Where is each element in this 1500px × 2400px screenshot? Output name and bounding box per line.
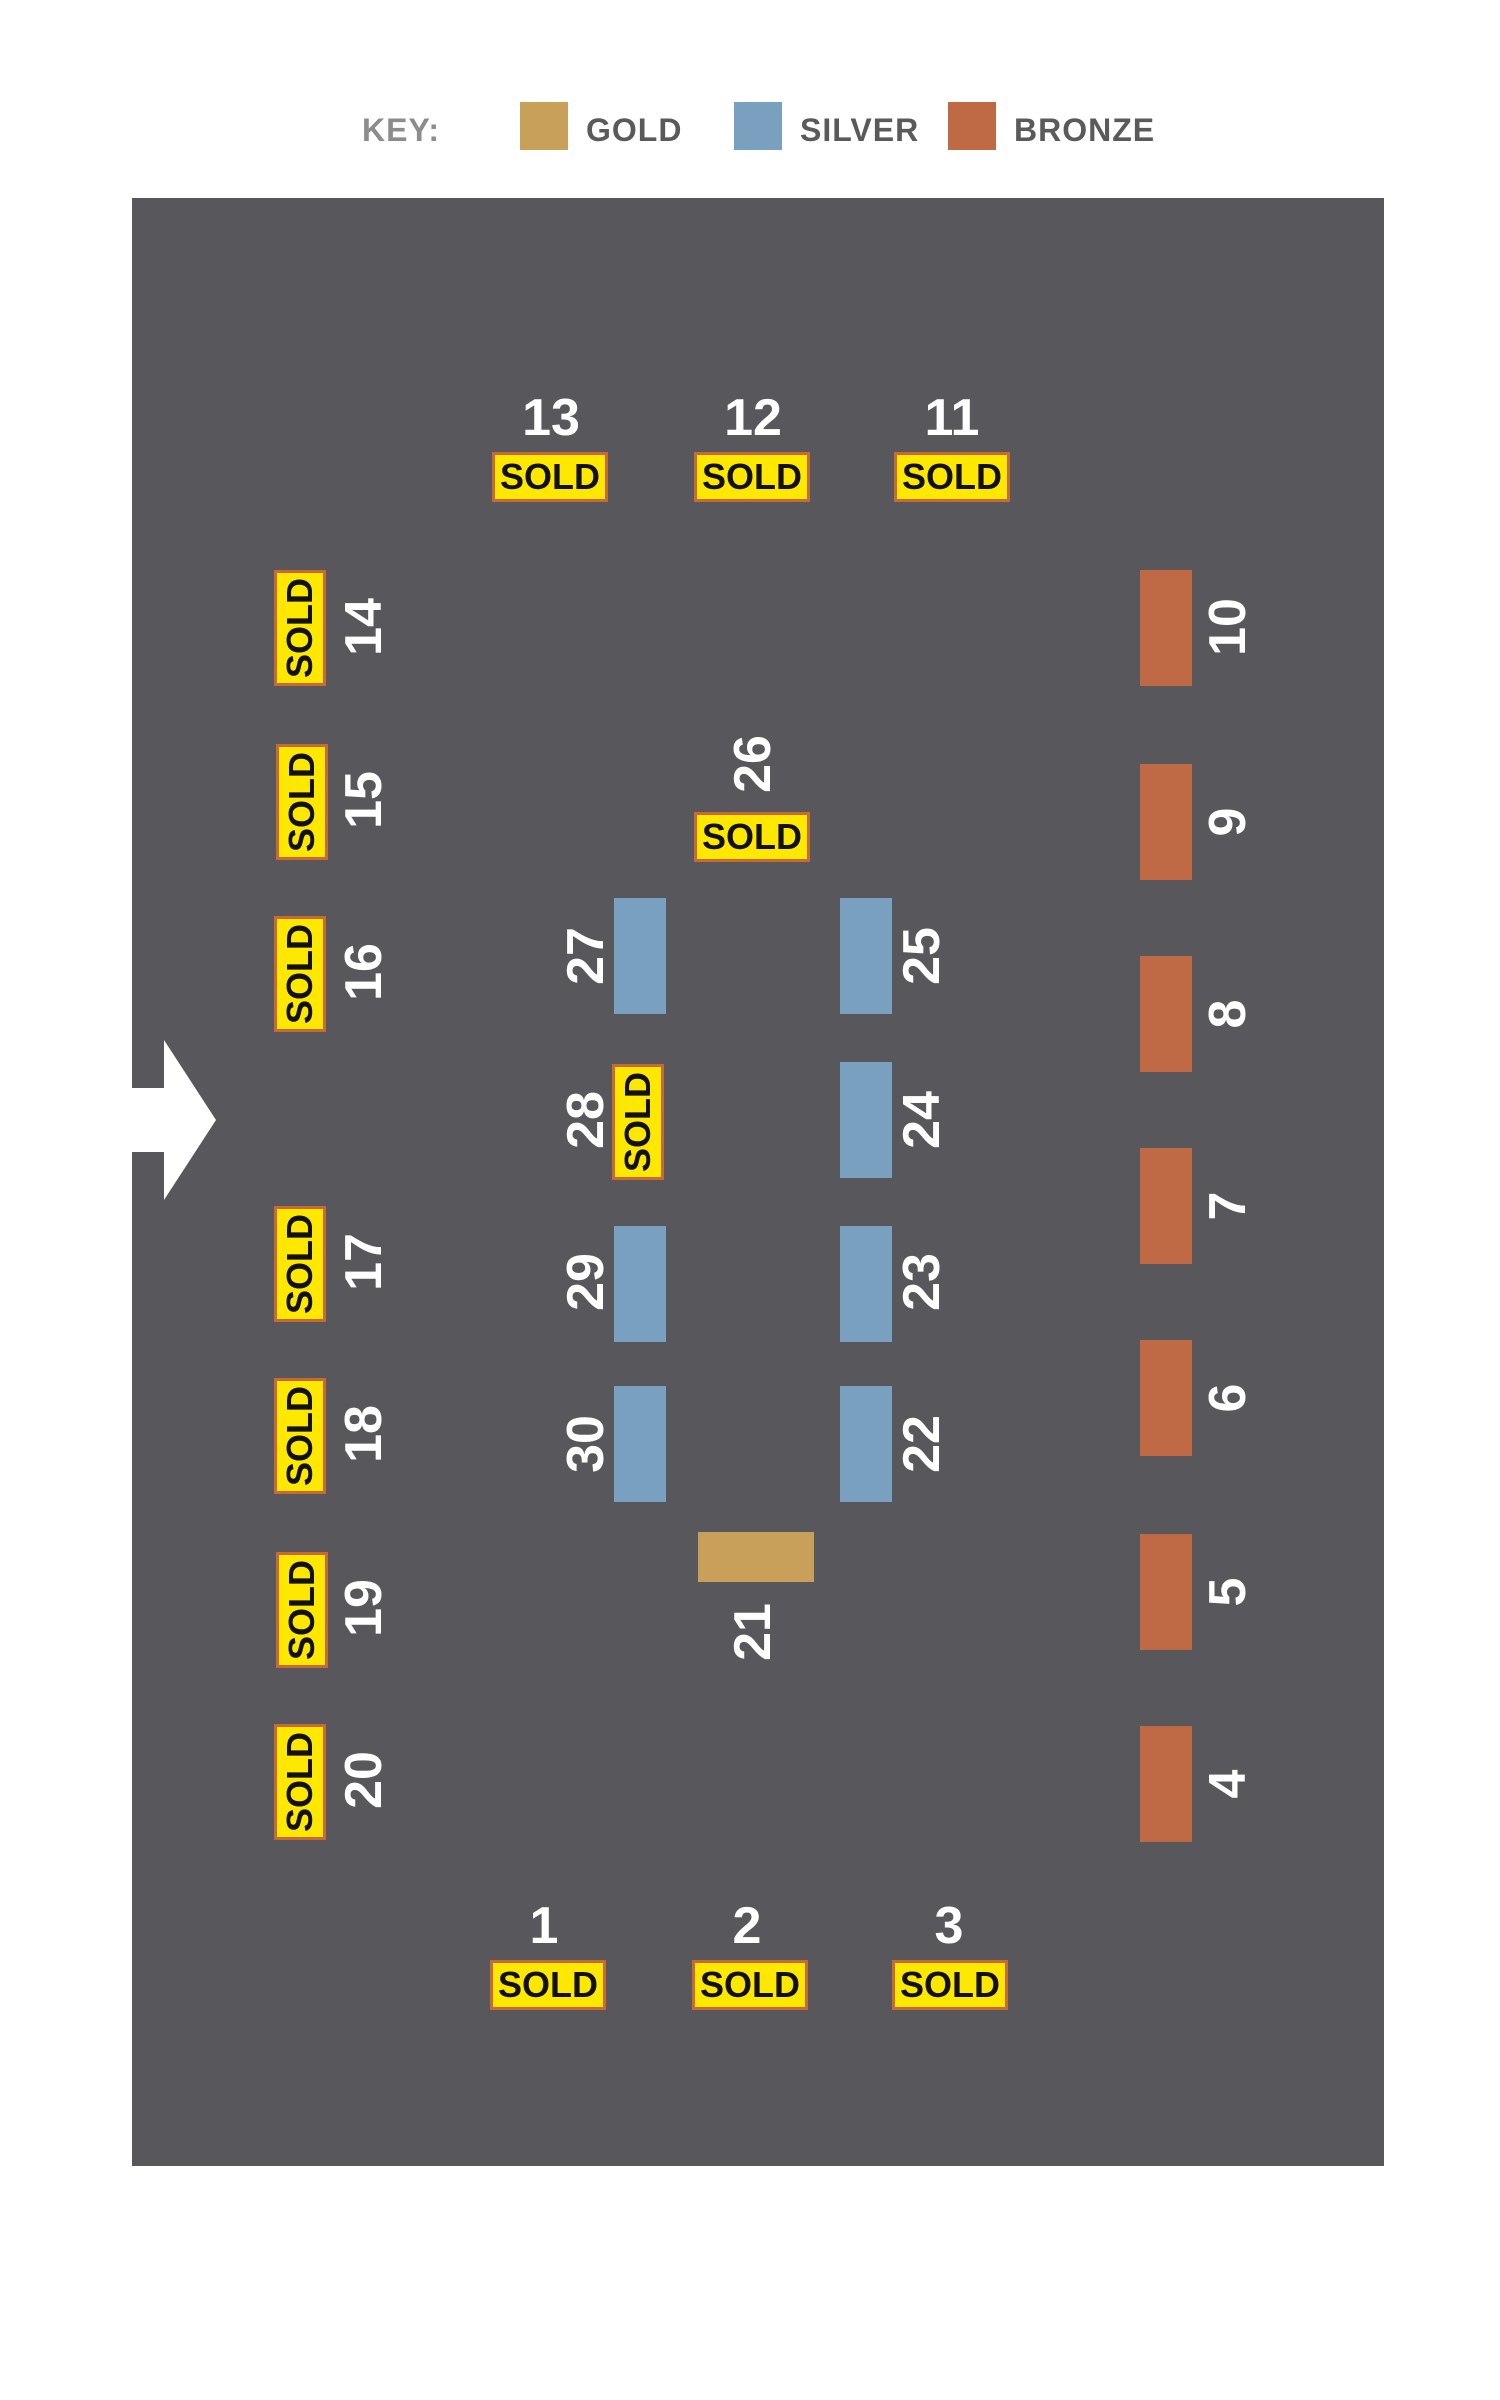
booth-27[interactable] xyxy=(614,898,666,1014)
booth-15[interactable]: SOLD xyxy=(276,744,328,860)
booth-number: 15 xyxy=(335,771,393,829)
booth-13[interactable]: SOLD xyxy=(492,452,608,502)
sold-label: SOLD xyxy=(699,1964,800,2005)
booth-number: 22 xyxy=(893,1415,951,1473)
booth-25[interactable] xyxy=(840,898,892,1014)
booth-number: 8 xyxy=(1199,999,1257,1029)
booth-number: 5 xyxy=(1199,1577,1257,1607)
legend: KEY: GOLD SILVER BRONZE xyxy=(0,98,1500,158)
booth-number: 30 xyxy=(557,1415,615,1473)
booth-number: 10 xyxy=(1199,598,1257,656)
booth-9[interactable] xyxy=(1140,764,1192,880)
sold-label: SOLD xyxy=(701,816,802,857)
arrow-right-icon xyxy=(132,1040,216,1200)
booth-number: 11 xyxy=(924,389,980,447)
booth-number: 2 xyxy=(732,1897,762,1955)
booth-7[interactable] xyxy=(1140,1148,1192,1264)
booth-number: 18 xyxy=(335,1405,393,1463)
booth-26[interactable]: SOLD xyxy=(694,812,810,862)
booth-number: 20 xyxy=(335,1751,393,1809)
legend-label-gold: GOLD xyxy=(586,112,683,148)
booth-number: 24 xyxy=(893,1091,951,1149)
booth-11[interactable]: SOLD xyxy=(894,452,1010,502)
sold-label: SOLD xyxy=(279,577,321,679)
bronze-swatch xyxy=(948,102,996,150)
booth-30[interactable] xyxy=(614,1386,666,1502)
booth-number: 7 xyxy=(1199,1191,1257,1221)
sold-label: SOLD xyxy=(279,1385,321,1487)
booth-1[interactable]: SOLD xyxy=(490,1960,606,2010)
booth-number: 13 xyxy=(522,389,580,447)
booth-number: 16 xyxy=(335,943,393,1001)
booth-number: 28 xyxy=(557,1091,615,1149)
booth-number: 3 xyxy=(934,1897,964,1955)
booth-16[interactable]: SOLD xyxy=(274,916,326,1032)
legend-title: KEY: xyxy=(362,112,441,148)
booth-23[interactable] xyxy=(840,1226,892,1342)
booth-number: 26 xyxy=(724,735,782,793)
sold-label: SOLD xyxy=(499,456,600,497)
booth-6[interactable] xyxy=(1140,1340,1192,1456)
booth-number: 14 xyxy=(335,598,393,656)
booth-21[interactable] xyxy=(698,1532,814,1582)
booth-29[interactable] xyxy=(614,1226,666,1342)
legend-label-bronze: BRONZE xyxy=(1014,112,1156,148)
booth-number: 21 xyxy=(724,1603,782,1661)
booth-17[interactable]: SOLD xyxy=(274,1206,326,1322)
booth-number: 9 xyxy=(1199,807,1257,837)
booth-18[interactable]: SOLD xyxy=(274,1378,326,1494)
booth-number: 17 xyxy=(335,1233,393,1291)
booth-number: 12 xyxy=(724,389,782,447)
gold-swatch xyxy=(520,102,568,150)
booth-number: 25 xyxy=(893,927,951,985)
booth-number: 27 xyxy=(557,927,615,985)
booth-8[interactable] xyxy=(1140,956,1192,1072)
legend-label-silver: SILVER xyxy=(800,112,920,148)
booth-12[interactable]: SOLD xyxy=(694,452,810,502)
booth-number: 1 xyxy=(529,1897,559,1955)
booth-10[interactable] xyxy=(1140,570,1192,686)
booth-number: 6 xyxy=(1199,1383,1257,1413)
silver-swatch xyxy=(734,102,782,150)
booth-14[interactable]: SOLD xyxy=(274,570,326,686)
booth-number: 23 xyxy=(893,1253,951,1311)
booth-24[interactable] xyxy=(840,1062,892,1178)
sold-label: SOLD xyxy=(281,1559,323,1661)
booth-number: 19 xyxy=(335,1579,393,1637)
sold-label: SOLD xyxy=(281,751,323,853)
booth-20[interactable]: SOLD xyxy=(274,1724,326,1840)
sold-label: SOLD xyxy=(901,456,1002,497)
booth-4[interactable] xyxy=(1140,1726,1192,1842)
booth-3[interactable]: SOLD xyxy=(892,1960,1008,2010)
booth-2[interactable]: SOLD xyxy=(692,1960,808,2010)
booth-number: 29 xyxy=(557,1253,615,1311)
sold-label: SOLD xyxy=(701,456,802,497)
sold-label: SOLD xyxy=(279,1213,321,1315)
sold-label: SOLD xyxy=(617,1071,659,1173)
booth-22[interactable] xyxy=(840,1386,892,1502)
sold-label: SOLD xyxy=(899,1964,1000,2005)
sold-label: SOLD xyxy=(497,1964,598,2005)
booth-5[interactable] xyxy=(1140,1534,1192,1650)
booth-28[interactable]: SOLD xyxy=(612,1064,664,1180)
sold-label: SOLD xyxy=(279,1731,321,1833)
booth-number: 4 xyxy=(1199,1769,1257,1799)
booth-19[interactable]: SOLD xyxy=(276,1552,328,1668)
sold-label: SOLD xyxy=(279,923,321,1025)
